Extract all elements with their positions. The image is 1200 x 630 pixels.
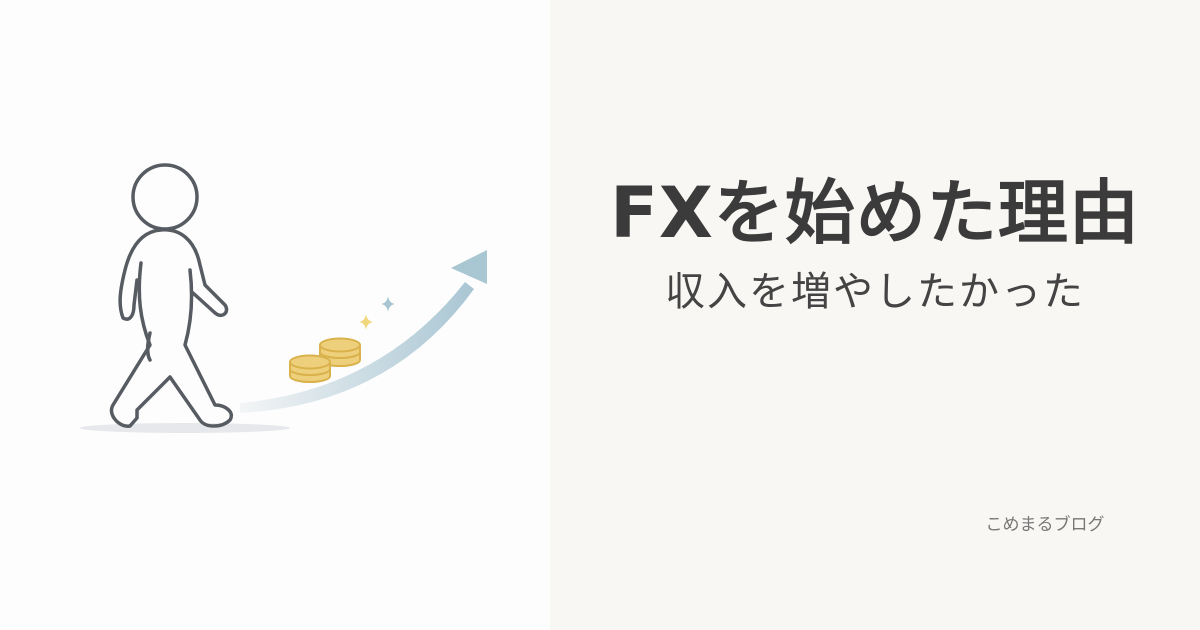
page-title: FXを始めた理由 bbox=[610, 172, 1140, 254]
text-panel bbox=[550, 0, 1200, 630]
sparkle-gold-icon bbox=[359, 314, 373, 330]
sparkle-blue-icon bbox=[381, 296, 395, 312]
page-subtitle: 収入を増やしたかった bbox=[665, 269, 1085, 315]
ground-shadow bbox=[80, 423, 290, 433]
arrow-head-icon bbox=[451, 250, 487, 284]
coins-icon bbox=[289, 337, 361, 383]
brand-name: こめまるブログ bbox=[985, 515, 1105, 535]
illustration-panel bbox=[0, 0, 550, 630]
walking-person-illustration bbox=[80, 163, 487, 433]
person-icon bbox=[109, 163, 233, 428]
